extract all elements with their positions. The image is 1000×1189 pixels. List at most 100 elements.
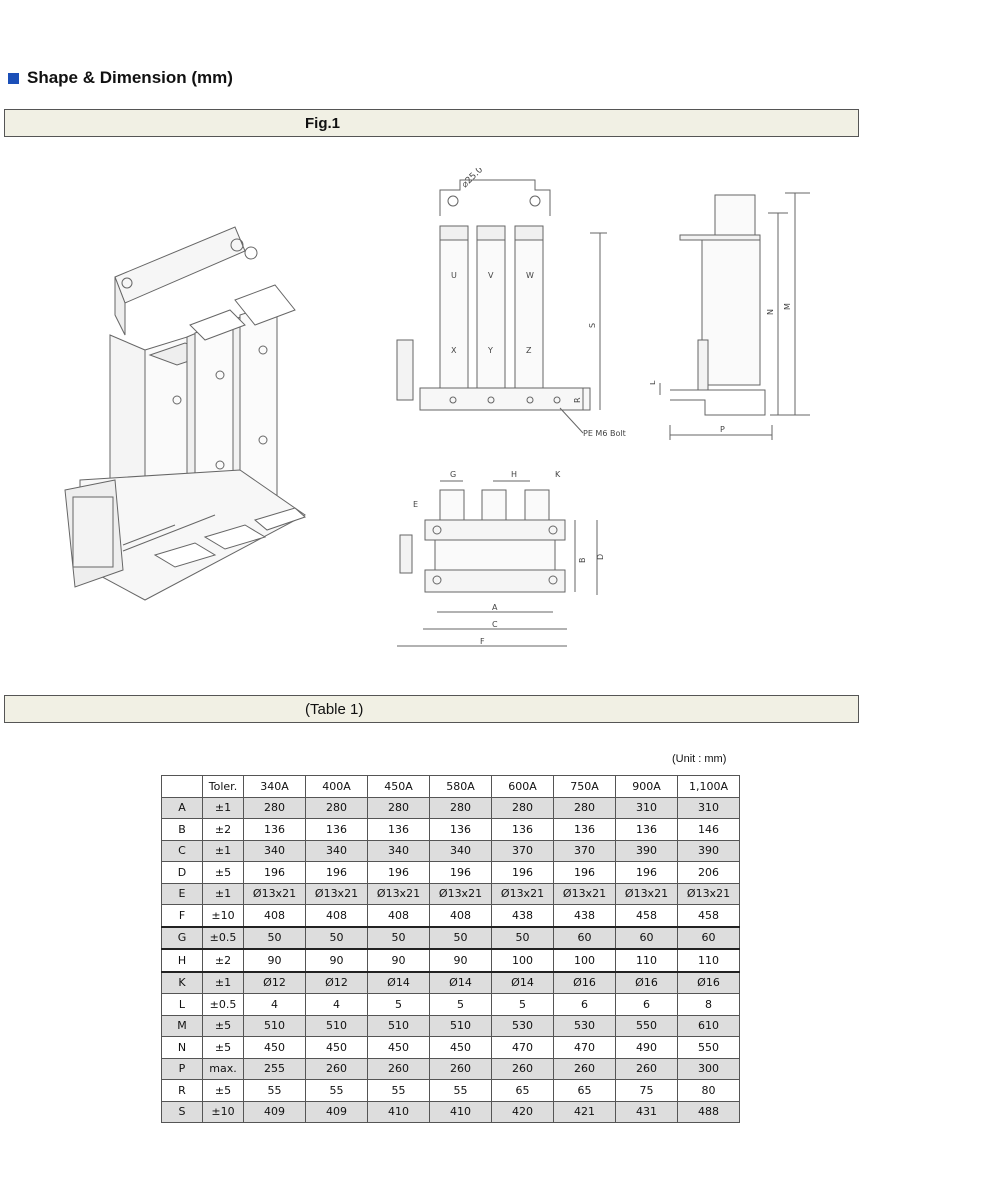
- table-cell: 4: [305, 993, 368, 1016]
- table-cell: 90: [305, 948, 368, 972]
- table-cell: 409: [305, 1100, 368, 1123]
- dim-c-label: C: [492, 620, 498, 629]
- table-cell: ±0.5: [202, 925, 244, 950]
- table-cell: Ø13x21: [429, 882, 492, 905]
- table-cell: ±2: [202, 948, 244, 972]
- table-cell: 255: [243, 1057, 306, 1080]
- table-cell: 50: [243, 925, 306, 950]
- figure-title-bar: Fig.1: [4, 109, 859, 137]
- table-cell: 1,100A: [677, 775, 740, 798]
- table-cell: 50: [305, 925, 368, 950]
- table-cell: R: [161, 1079, 203, 1102]
- table-cell: 260: [429, 1057, 492, 1080]
- table-cell: M: [161, 1014, 203, 1037]
- table-cell: 196: [429, 861, 492, 884]
- table-cell: 408: [367, 904, 430, 927]
- front-view-drawing: ⌀25.0 U V W X Y Z S R PE M6 Bolt: [396, 168, 626, 438]
- table-cell: 50: [367, 925, 430, 950]
- dim-h-label: H: [511, 470, 517, 479]
- table-cell: Ø12: [305, 970, 368, 994]
- table-cell: 100: [491, 948, 554, 972]
- table-cell: 310: [677, 796, 740, 819]
- dim-l-label: L: [650, 380, 657, 385]
- table-cell: ±10: [202, 904, 244, 927]
- table-cell: 390: [615, 839, 678, 862]
- table-cell: 300: [677, 1057, 740, 1080]
- table-cell: 450: [243, 1036, 306, 1059]
- table-cell: ±1: [202, 796, 244, 819]
- table-cell: 60: [615, 925, 678, 950]
- table-cell: 390: [677, 839, 740, 862]
- table-cell: 550: [677, 1036, 740, 1059]
- table-cell: Ø13x21: [615, 882, 678, 905]
- table-cell: P: [161, 1057, 203, 1080]
- table-cell: 146: [677, 818, 740, 841]
- dim-s-label: S: [588, 323, 597, 328]
- table-cell: 136: [305, 818, 368, 841]
- dim-n-label: N: [766, 309, 775, 315]
- table-cell: C: [161, 839, 203, 862]
- table-cell: 280: [491, 796, 554, 819]
- table-cell: 110: [677, 948, 740, 972]
- table-cell: 610: [677, 1014, 740, 1037]
- table-cell: 470: [491, 1036, 554, 1059]
- table-cell: 280: [553, 796, 616, 819]
- dim-r-label: R: [573, 397, 582, 403]
- table-cell: Ø13x21: [243, 882, 306, 905]
- side-view-drawing: M N L P: [650, 192, 810, 440]
- table-cell: 50: [491, 925, 554, 950]
- table-cell: L: [161, 993, 203, 1016]
- unit-label: (Unit : mm): [672, 753, 727, 765]
- table-title: (Table 1): [305, 701, 364, 718]
- table-cell: 900A: [615, 775, 678, 798]
- table-cell: 370: [553, 839, 616, 862]
- table-cell: 409: [243, 1100, 306, 1123]
- table-cell: 196: [305, 861, 368, 884]
- dim-d-label: D: [596, 554, 605, 560]
- table-cell: 5: [429, 993, 492, 1016]
- table-cell: Ø16: [677, 970, 740, 994]
- table-cell: 136: [367, 818, 430, 841]
- table-cell: N: [161, 1036, 203, 1059]
- table-cell: 196: [615, 861, 678, 884]
- table-cell: 110: [615, 948, 678, 972]
- dim-e-label: E: [413, 500, 418, 509]
- table-cell: 410: [367, 1100, 430, 1123]
- table-cell: ±1: [202, 882, 244, 905]
- isometric-reactor-drawing: [64, 226, 306, 601]
- table-cell: Toler.: [202, 775, 244, 798]
- table-cell: 510: [243, 1014, 306, 1037]
- table-cell: Ø12: [243, 970, 306, 994]
- table-cell: Ø13x21: [491, 882, 554, 905]
- table-cell: ±5: [202, 1036, 244, 1059]
- table-cell: 530: [553, 1014, 616, 1037]
- table-title-bar: (Table 1): [4, 695, 859, 723]
- table-cell: F: [161, 904, 203, 927]
- table-cell: A: [161, 796, 203, 819]
- table-cell: H: [161, 948, 203, 972]
- table-cell: 408: [305, 904, 368, 927]
- table-cell: 410: [429, 1100, 492, 1123]
- table-cell: 431: [615, 1100, 678, 1123]
- table-cell: 196: [553, 861, 616, 884]
- terminal-x-label: X: [451, 346, 457, 355]
- dim-p-label: P: [720, 425, 725, 434]
- table-cell: 6: [553, 993, 616, 1016]
- table-cell: 458: [615, 904, 678, 927]
- table-cell: 510: [305, 1014, 368, 1037]
- table-cell: 450: [429, 1036, 492, 1059]
- table-cell: 260: [305, 1057, 368, 1080]
- table-cell: 530: [491, 1014, 554, 1037]
- table-cell: 421: [553, 1100, 616, 1123]
- table-cell: 55: [305, 1079, 368, 1102]
- table-cell: 450A: [367, 775, 430, 798]
